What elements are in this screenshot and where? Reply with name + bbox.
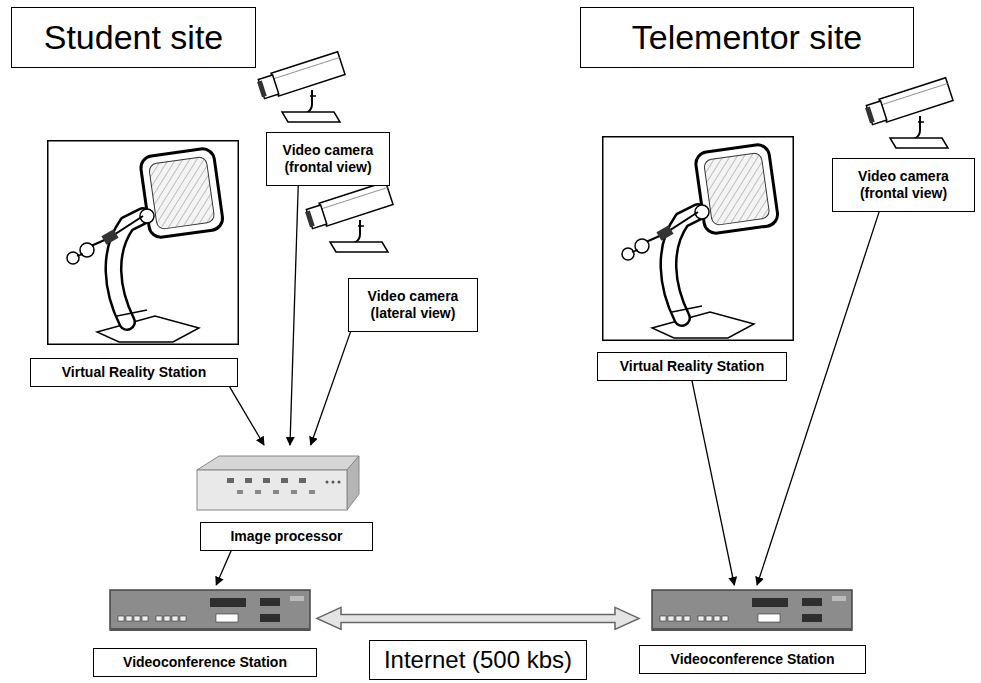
videoconference-box: Videoconference Station xyxy=(639,585,866,674)
camera-label: Video camera (lateral view) xyxy=(348,278,478,332)
camera-picture xyxy=(304,182,393,252)
station-label: Virtual Reality Station xyxy=(597,352,787,381)
node-text: Telementor site xyxy=(580,7,914,68)
signal-arrow xyxy=(692,381,734,585)
node-text: Image processor xyxy=(200,522,373,551)
videoconference-picture xyxy=(652,590,852,631)
processor-box: Image processor xyxy=(200,445,373,551)
signal-arrow xyxy=(311,332,351,445)
vr-station-picture xyxy=(48,141,239,345)
signal-arrow xyxy=(230,387,264,445)
node-text: Virtual Reality Station xyxy=(597,352,787,381)
node-text: Video camera (frontal view) xyxy=(266,132,390,186)
node-text: Student site xyxy=(11,7,256,68)
signal-arrow xyxy=(216,551,231,585)
site-title: Telementor site xyxy=(580,7,914,68)
camera-label: Video camera (frontal view) xyxy=(832,158,975,212)
camera-picture xyxy=(864,78,953,148)
network-link xyxy=(317,607,639,629)
videoconference-picture xyxy=(110,590,310,631)
node-text: Video camera (frontal view) xyxy=(832,158,975,212)
processor-picture xyxy=(197,456,359,510)
signal-arrow xyxy=(757,212,879,585)
node-text: Videoconference Station xyxy=(639,645,866,674)
node-text: Virtual Reality Station xyxy=(30,358,238,387)
signal-arrow xyxy=(290,186,298,445)
site-title: Student site xyxy=(11,7,256,68)
link-label: Internet (500 kbs) xyxy=(369,640,587,680)
videoconference-box: Videoconference Station xyxy=(93,585,317,677)
camera-label: Video camera (frontal view) xyxy=(266,132,390,186)
vr-station-picture xyxy=(603,137,794,341)
node-text: Videoconference Station xyxy=(93,648,317,677)
camera-picture xyxy=(256,52,345,122)
station-label: Virtual Reality Station xyxy=(30,358,238,387)
node-text: Video camera (lateral view) xyxy=(348,278,478,332)
